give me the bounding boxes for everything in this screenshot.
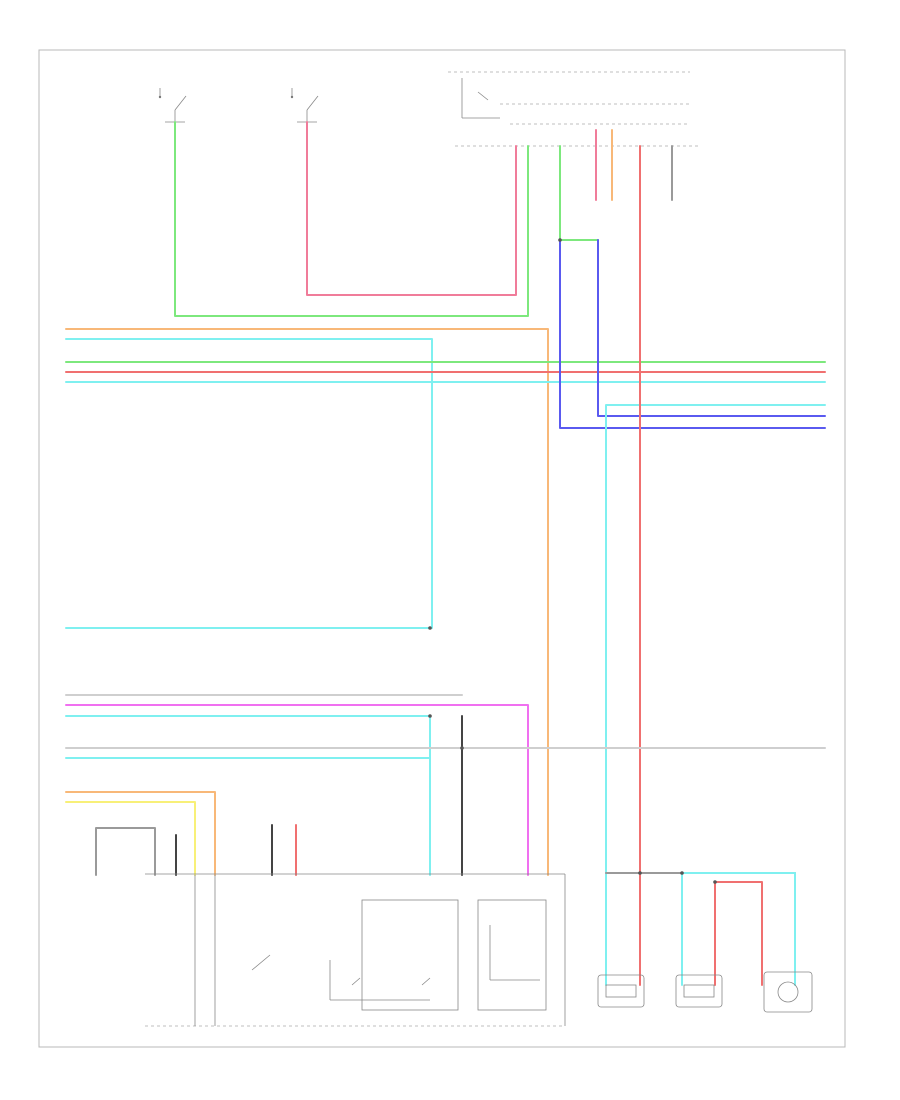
wire-red-sensor-1 — [714, 881, 763, 986]
diagram-border — [38, 49, 846, 1048]
right-switch-symbol — [290, 88, 319, 123]
wire-cyan-lower-1 — [65, 715, 431, 876]
wire-pink-right-switch — [306, 121, 517, 296]
wire-cyan-right-vertical — [605, 404, 826, 986]
wire-yellow — [65, 801, 196, 876]
splice-points — [428, 238, 717, 884]
wire-orange-bus — [65, 328, 549, 876]
wire-cyan-sensor-2 — [681, 872, 796, 986]
wire-module-green — [559, 145, 599, 241]
wire-blue-2 — [597, 239, 826, 417]
wire-orange-small — [65, 791, 216, 876]
wire-green-left-switch — [174, 121, 529, 317]
sensor-right — [763, 971, 813, 1013]
top-control-module — [448, 71, 700, 147]
wire-magenta — [65, 704, 529, 876]
wire-gray-bottom — [95, 827, 156, 876]
wire-blue-1 — [559, 239, 826, 429]
sensor-left — [597, 974, 645, 1008]
bottom-control-module — [145, 873, 566, 1027]
left-switch-symbol — [158, 88, 187, 123]
wire-cyan-bus-1 — [65, 338, 433, 629]
sensor-middle — [675, 974, 723, 1008]
